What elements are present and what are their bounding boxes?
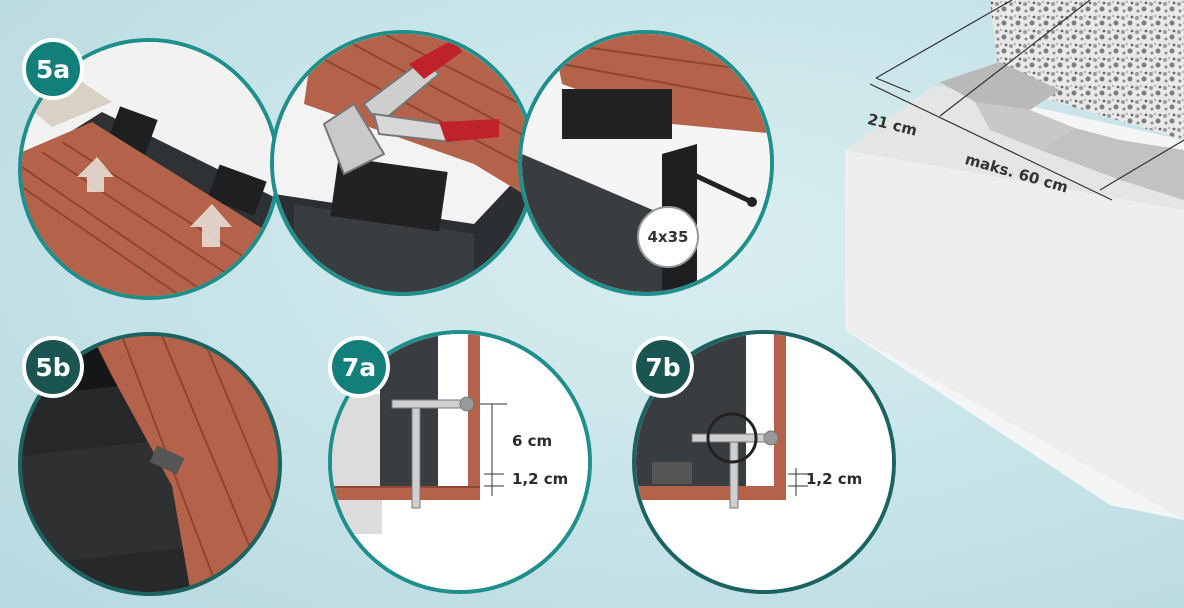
gravel-bed — [990, 0, 1184, 140]
paver-2 — [975, 102, 1075, 150]
step-badge-5a: 5a — [22, 38, 84, 100]
step-badge-7b: 7b — [632, 336, 694, 398]
joist-7a — [380, 334, 438, 486]
deck-board-5a-2 — [304, 34, 532, 200]
ground-block-front — [845, 150, 1184, 520]
screw-icon — [690, 171, 757, 207]
pliers-icon — [322, 39, 499, 176]
dimension-7a-6cm: 6 cm — [512, 432, 553, 450]
clip-7b — [691, 430, 779, 509]
dimension-7a-1-2cm: 1,2 cm — [512, 470, 569, 488]
circle-5a-pliers — [270, 30, 536, 296]
detail-highlight-circle — [706, 412, 758, 464]
clip-7a — [391, 396, 475, 509]
step-badge-7a: 7a — [328, 336, 390, 398]
arrow-up-2 — [190, 204, 232, 247]
circle-5b-board-joint — [18, 332, 282, 596]
paver-3 — [1040, 128, 1184, 200]
arrow-up-1 — [77, 157, 114, 192]
step-badge-5b: 5b — [22, 336, 84, 398]
screw-size-tag: 4x35 — [637, 206, 699, 268]
screw-size-label: 4x35 — [647, 228, 689, 246]
paver-1 — [940, 62, 1060, 110]
dimension-7b-1-2cm: 1,2 cm — [806, 470, 863, 488]
paver-edge — [845, 82, 1184, 210]
